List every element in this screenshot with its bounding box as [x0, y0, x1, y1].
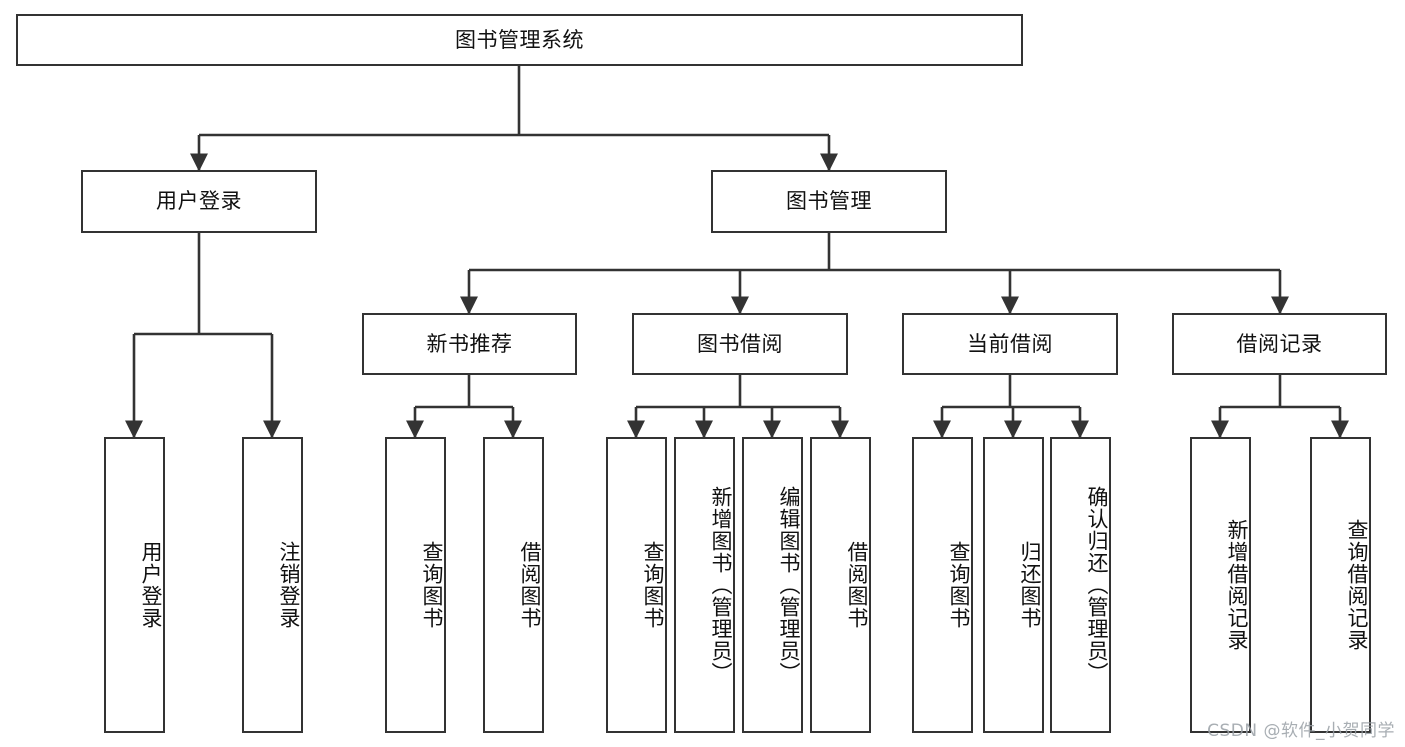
node-leaf-5-label: 查询图书 [641, 541, 665, 629]
node-level3-4[interactable]: 借阅记录 [1172, 313, 1387, 375]
node-leaf-12-label: 新增借阅记录 [1225, 519, 1249, 651]
node-leaf-2-label: 注销登录 [277, 541, 301, 629]
node-leaf-1[interactable]: 用户登录 [104, 437, 165, 733]
node-level3-4-label: 借阅记录 [1236, 331, 1323, 356]
node-leaf-12[interactable]: 新增借阅记录 [1190, 437, 1251, 733]
node-level3-2-label: 图书借阅 [697, 331, 783, 356]
node-level3-2[interactable]: 图书借阅 [632, 313, 848, 375]
node-leaf-11[interactable]: 确认归还（管理员） [1050, 437, 1111, 733]
node-leaf-4-label: 借阅图书 [518, 541, 542, 629]
node-leaf-7-label: 编辑图书（管理员） [777, 486, 801, 684]
node-leaf-5[interactable]: 查询图书 [606, 437, 667, 733]
node-root-label: 图书管理系统 [455, 27, 584, 52]
node-level2-1[interactable]: 用户登录 [81, 170, 317, 233]
node-leaf-13[interactable]: 查询借阅记录 [1310, 437, 1371, 733]
node-leaf-8[interactable]: 借阅图书 [810, 437, 871, 733]
node-leaf-3-label: 查询图书 [420, 541, 444, 629]
node-leaf-13-label: 查询借阅记录 [1345, 519, 1369, 651]
node-leaf-9[interactable]: 查询图书 [912, 437, 973, 733]
node-level3-1[interactable]: 新书推荐 [362, 313, 577, 375]
node-level3-1-label: 新书推荐 [426, 331, 513, 356]
node-level3-3[interactable]: 当前借阅 [902, 313, 1118, 375]
node-leaf-3[interactable]: 查询图书 [385, 437, 446, 733]
node-leaf-8-label: 借阅图书 [845, 541, 869, 629]
node-leaf-9-label: 查询图书 [947, 541, 971, 629]
node-leaf-7[interactable]: 编辑图书（管理员） [742, 437, 803, 733]
node-root[interactable]: 图书管理系统 [16, 14, 1023, 66]
node-leaf-4[interactable]: 借阅图书 [483, 437, 544, 733]
node-level2-2-label: 图书管理 [786, 189, 872, 214]
node-level2-2[interactable]: 图书管理 [711, 170, 947, 233]
node-leaf-11-label: 确认归还（管理员） [1085, 486, 1109, 684]
node-leaf-6-label: 新增图书（管理员） [709, 486, 733, 684]
node-leaf-6[interactable]: 新增图书（管理员） [674, 437, 735, 733]
node-level2-1-label: 用户登录 [156, 189, 242, 214]
node-leaf-10-label: 归还图书 [1018, 541, 1042, 629]
watermark-text: CSDN @软件_小贺同学 [1207, 721, 1395, 741]
node-level3-3-label: 当前借阅 [967, 331, 1053, 356]
node-leaf-1-label: 用户登录 [139, 541, 163, 629]
node-leaf-10[interactable]: 归还图书 [983, 437, 1044, 733]
node-leaf-2[interactable]: 注销登录 [242, 437, 303, 733]
